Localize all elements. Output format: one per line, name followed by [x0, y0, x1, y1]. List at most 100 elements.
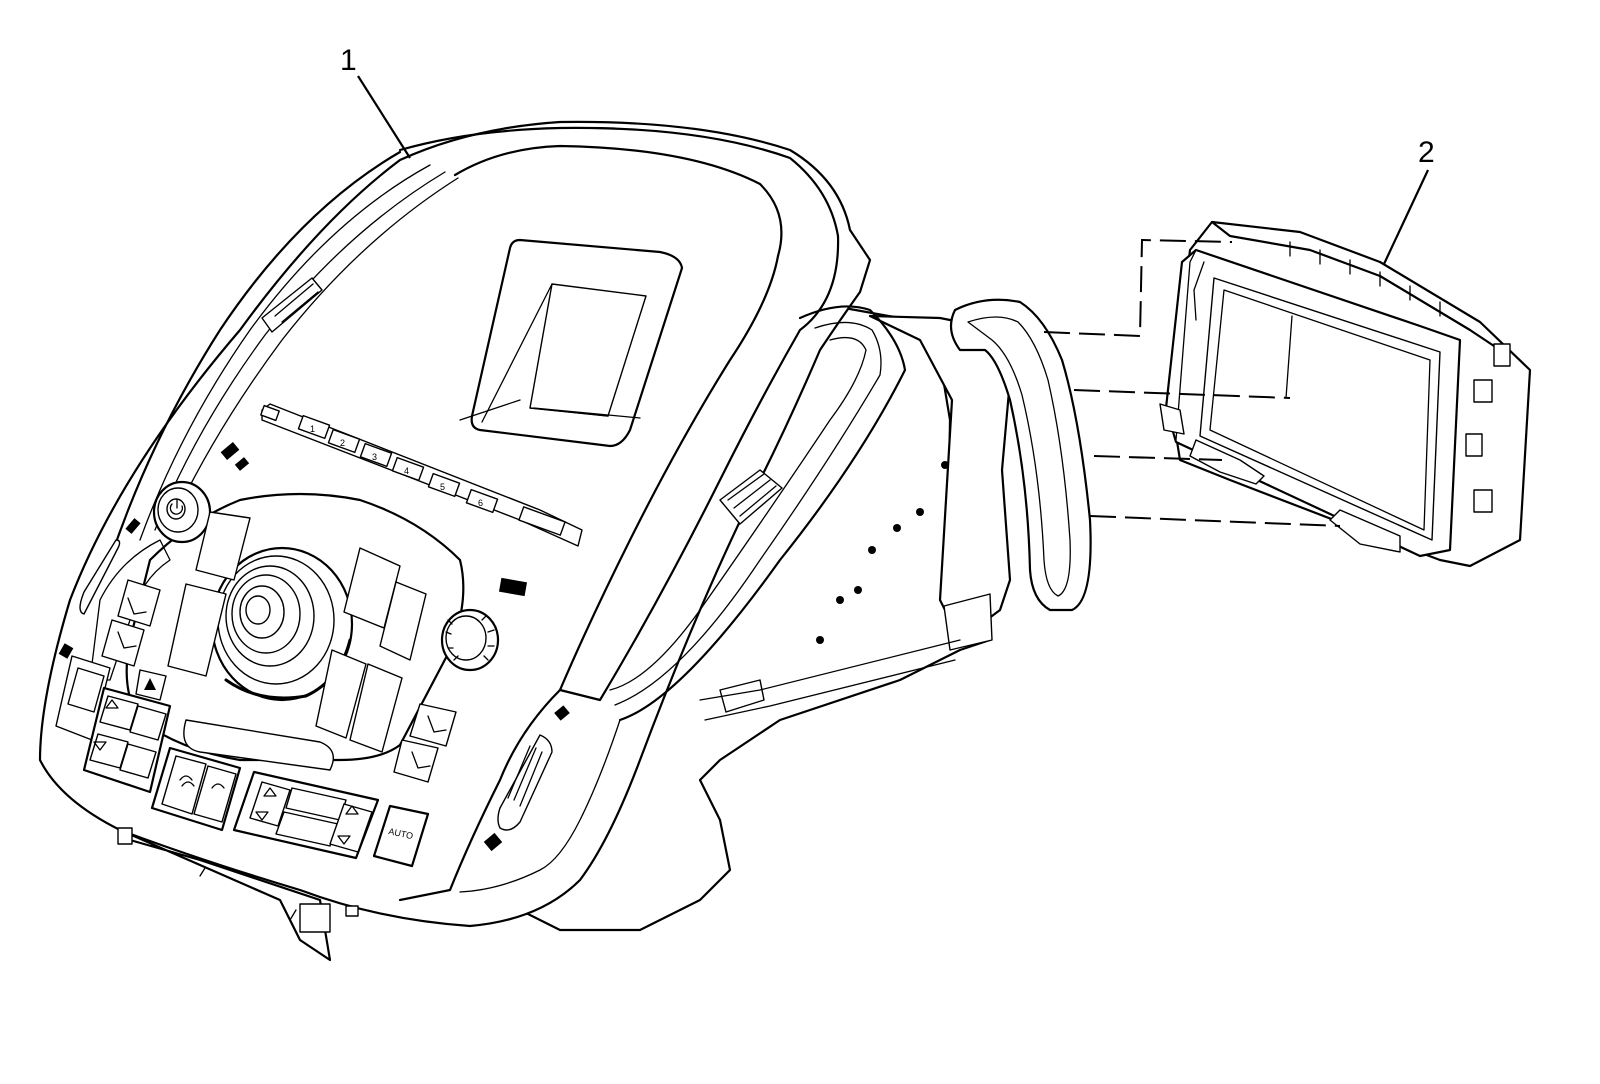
- preset-button-fav[interactable]: [518, 506, 566, 536]
- left-seat-vent-button[interactable]: [101, 619, 145, 667]
- right-flank-rail-b: [614, 321, 882, 706]
- callout-2-label: 2: [1418, 136, 1435, 169]
- right-seat-heat-button[interactable]: [409, 703, 457, 747]
- defrost-icon: [179, 775, 225, 789]
- hazard-icon: [144, 678, 156, 690]
- power-volume-knob[interactable]: [152, 480, 212, 544]
- preset-number-3: 3: [372, 452, 377, 462]
- front-defrost-button[interactable]: [193, 765, 237, 823]
- auto-climate-button[interactable]: [372, 804, 430, 868]
- left-trim-rail-mid: [139, 164, 431, 541]
- right-lower-vent-ribs: [507, 745, 543, 807]
- lower-foot-clip-b: [299, 903, 331, 933]
- preset-button-strip: 1 2 3 4 5 6: [260, 403, 583, 547]
- screen-projection-line: [459, 315, 1293, 421]
- lower-foot-clip-a: [117, 827, 133, 845]
- preset-button-3[interactable]: [359, 442, 393, 468]
- right-flank-rail-c: [609, 336, 867, 691]
- temperature-arrow-icons: [93, 699, 359, 845]
- preset-button-1[interactable]: [297, 414, 331, 440]
- display-arch-inner: [453, 144, 783, 258]
- display-bottom-bracket-right: [1329, 509, 1401, 553]
- right-seat-heat-icon: [411, 715, 447, 769]
- left-vent-clip: [261, 277, 323, 333]
- console-trim-bezel-assembly: 1 2 3 4 5 6: [38, 120, 1092, 962]
- right-lower-facade: [398, 688, 562, 902]
- right-seat-controls: [393, 703, 457, 783]
- alignment-line-lower-mid: [1093, 455, 1223, 461]
- left-seat-heat-button[interactable]: [117, 579, 161, 627]
- preset-button-2[interactable]: [327, 428, 361, 454]
- callout-1-label: 1: [340, 44, 357, 77]
- preset-number-4: 4: [404, 466, 409, 476]
- preset-button-5[interactable]: [427, 472, 461, 498]
- display-side-tabs: [1465, 343, 1511, 513]
- tune-knob[interactable]: [440, 608, 500, 672]
- softkey-right-lower-b[interactable]: [349, 663, 403, 753]
- preset-button-0: [260, 404, 280, 422]
- fan-speed-button[interactable]: [129, 705, 167, 741]
- mounting-bracket-inner: [967, 316, 1071, 597]
- menu-select-knob[interactable]: [210, 546, 354, 702]
- right-arch-rail-outer: [558, 234, 840, 702]
- left-seat-heat-icon: [117, 597, 147, 649]
- right-arch-rail-inner: [558, 254, 780, 692]
- callout-2-leader: [1383, 169, 1429, 265]
- left-seat-controls: [101, 579, 161, 667]
- left-trim-rail-outer: [108, 150, 402, 562]
- preset-button-4[interactable]: [391, 456, 425, 482]
- down-arrow-icon: [337, 835, 351, 845]
- right-vent-clip-ribs: [727, 473, 777, 517]
- rear-defrost-button[interactable]: [161, 755, 207, 815]
- tune-knob-grip: [445, 615, 495, 661]
- airflow-mode-button[interactable]: [119, 743, 157, 779]
- display-module-top-lip: [1210, 220, 1502, 352]
- display-arch-outer: [398, 126, 840, 238]
- preset-number-1: 1: [310, 424, 315, 434]
- down-arrow-icon: [255, 811, 269, 821]
- alignment-line-upper-mid: [1073, 389, 1291, 399]
- softkey-left-lower[interactable]: [167, 583, 227, 677]
- softkey-right-lower-a[interactable]: [315, 649, 367, 739]
- down-arrow-icon: [93, 741, 107, 751]
- softkey-left-upper[interactable]: [195, 511, 251, 581]
- alignment-line-top: [1043, 238, 1233, 338]
- softkey-right-mid[interactable]: [379, 581, 427, 661]
- rear-connector-block: [943, 593, 993, 651]
- display-module: [1159, 220, 1532, 568]
- up-arrow-icon: [263, 787, 277, 797]
- callout-1-leader: [357, 75, 411, 159]
- center-storage-slot: [183, 719, 334, 771]
- mounting-bracket-loop: [949, 298, 1092, 612]
- display-left-edge: [1175, 249, 1205, 441]
- callout-1: 1: [340, 44, 411, 159]
- display-screen-inner: [1209, 289, 1431, 531]
- climate-control-cluster: AUTO: [55, 655, 430, 868]
- lower-harness-tray: [699, 639, 961, 721]
- assembly-alignment-lines: [459, 238, 1341, 527]
- right-lower-facade-edge: [459, 719, 621, 893]
- alignment-line-bottom: [1089, 515, 1341, 527]
- display-bottom-bracket-left: [1189, 439, 1265, 485]
- side-wall-screw-holes: [816, 461, 949, 644]
- display-left-clip: [1159, 403, 1185, 435]
- climate-power-button[interactable]: [67, 667, 105, 713]
- passenger-temp-button[interactable]: [249, 781, 291, 827]
- preset-number-5: 5: [440, 482, 445, 492]
- left-trim-rail-inner: [154, 171, 446, 531]
- right-lower-vent: [497, 734, 553, 831]
- left-vent-clip-ribs: [274, 283, 319, 323]
- callout-2: 2: [1383, 136, 1435, 265]
- preset-number-6: 6: [478, 498, 483, 508]
- right-flank-rail-a: [618, 305, 907, 722]
- rear-connector-clip: [719, 679, 765, 713]
- preset-button-6[interactable]: [465, 488, 499, 514]
- lower-foot-clip-c: [345, 905, 359, 917]
- power-icon: [169, 499, 184, 515]
- left-slim-vent: [79, 539, 121, 615]
- up-arrow-icon: [345, 805, 359, 815]
- recirc-button[interactable]: [275, 811, 339, 847]
- up-arrow-icon: [105, 699, 119, 709]
- side-label-blocks: [58, 442, 570, 852]
